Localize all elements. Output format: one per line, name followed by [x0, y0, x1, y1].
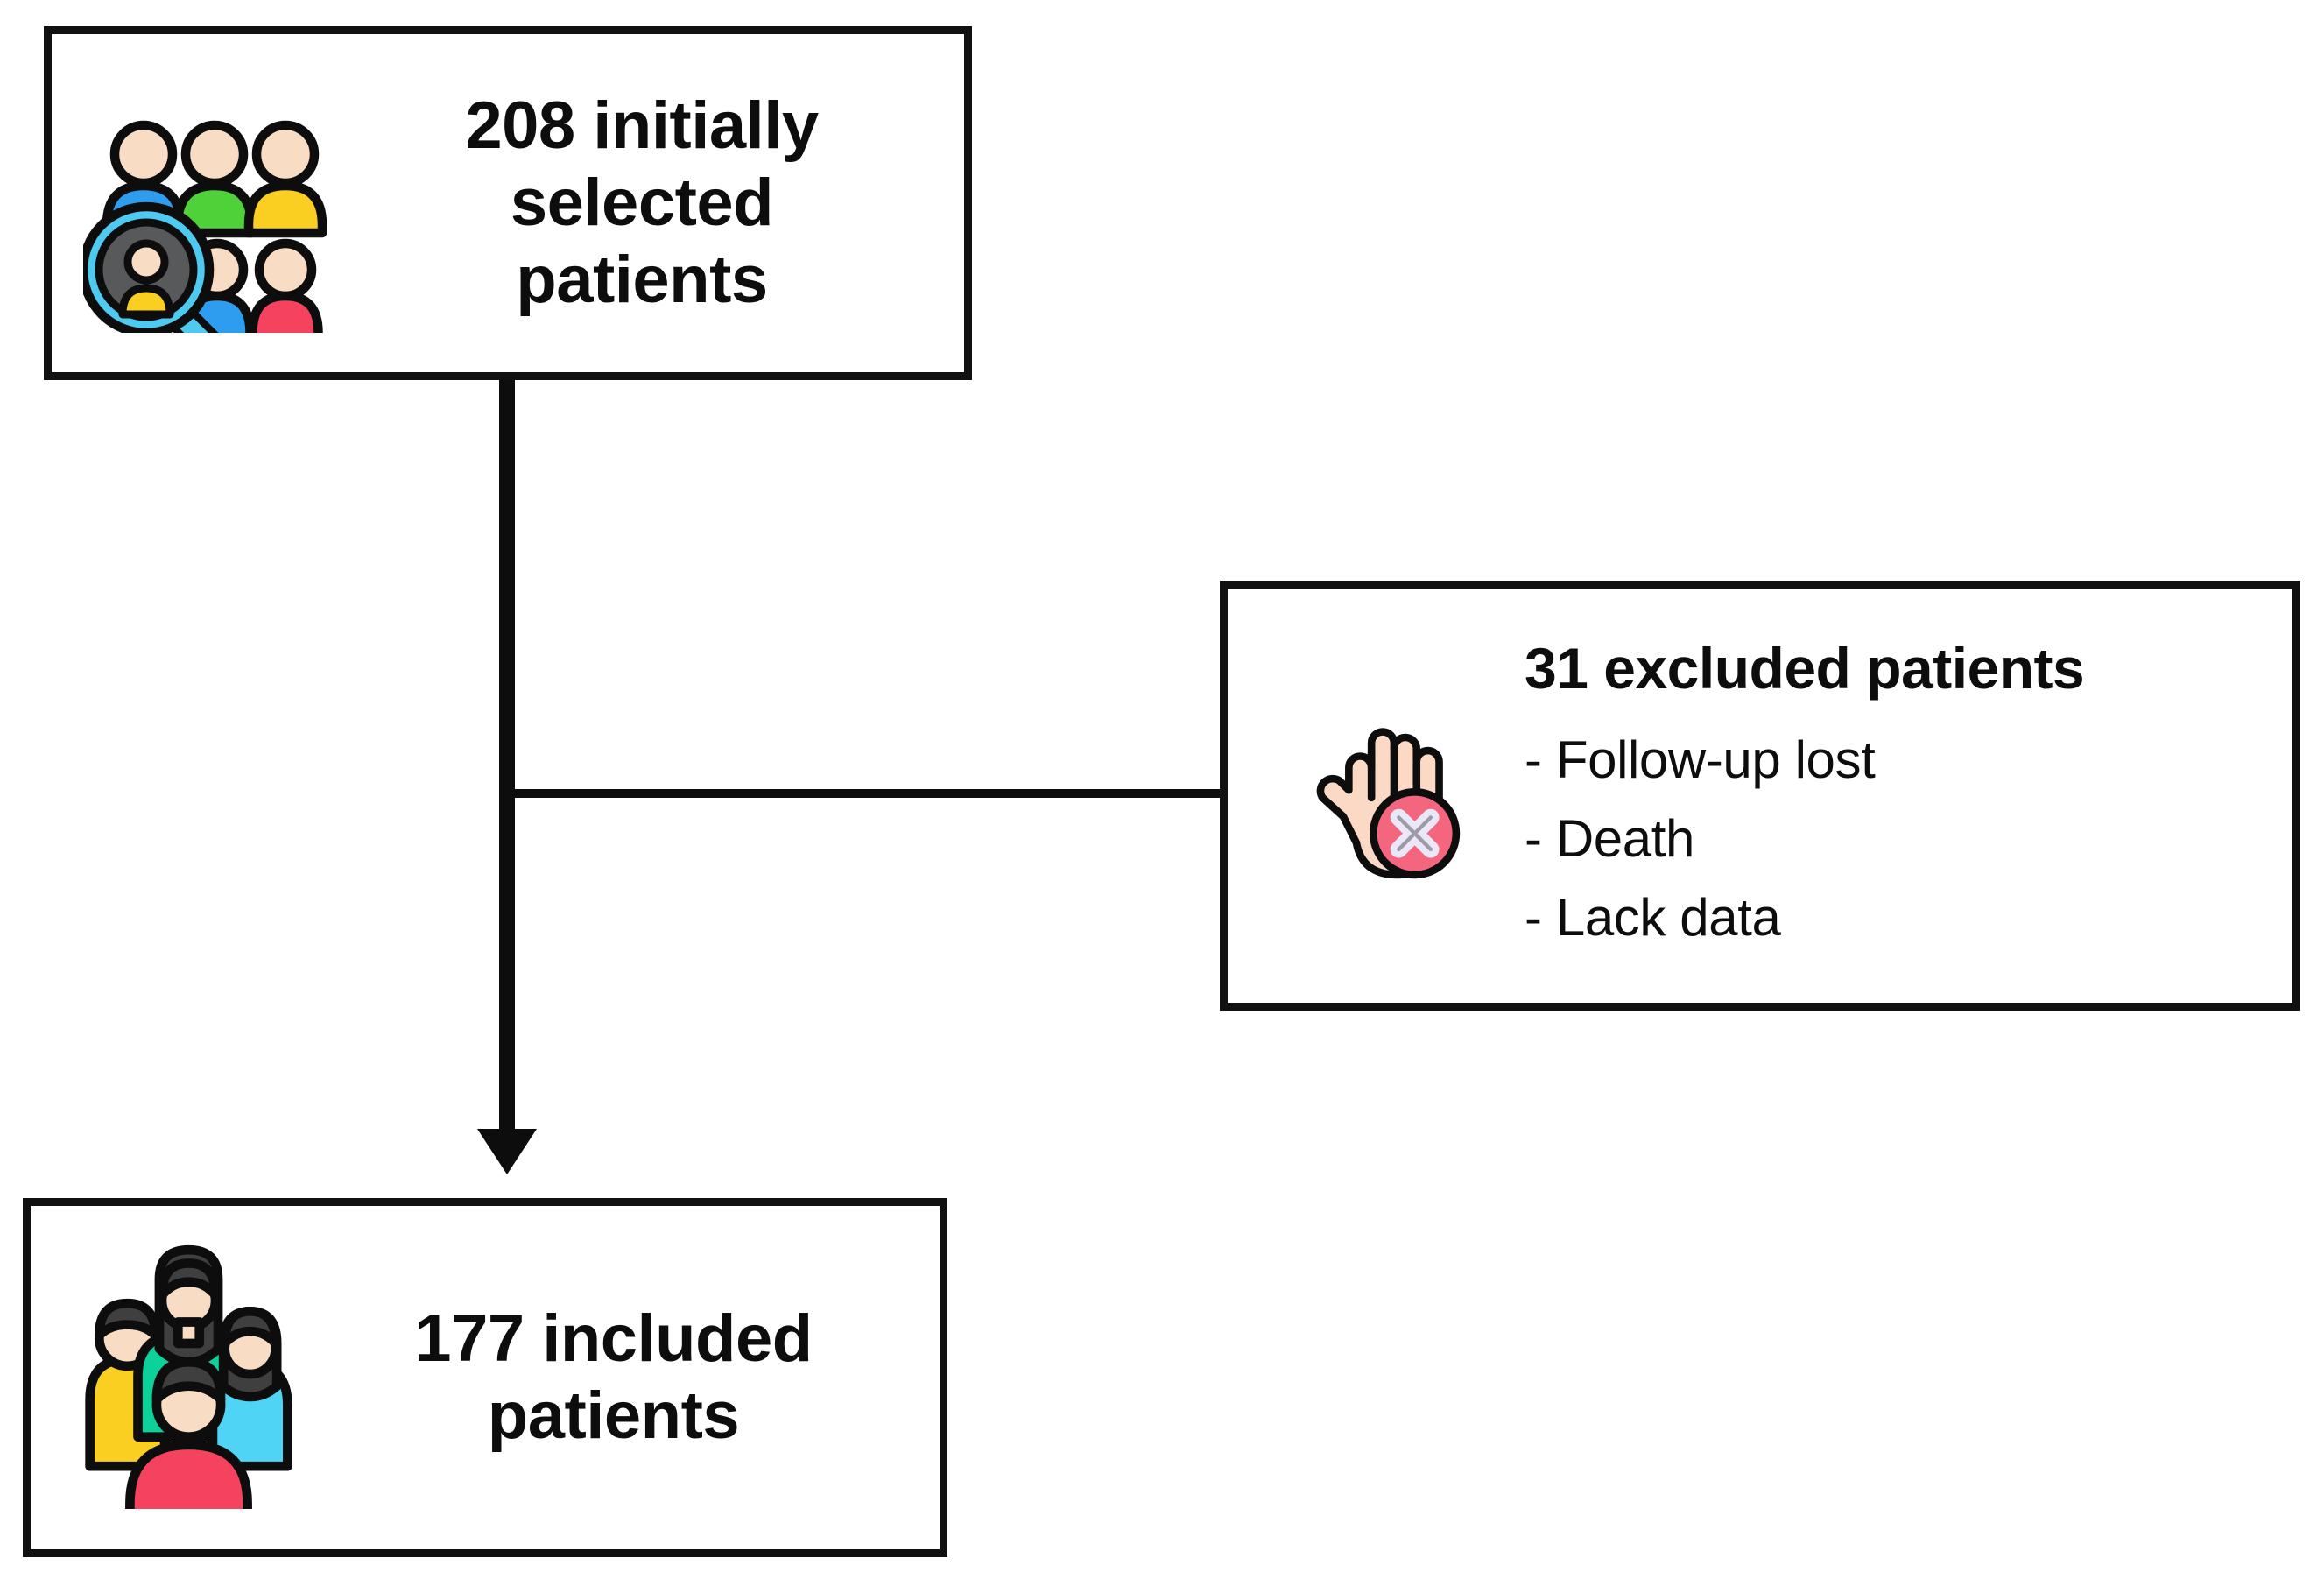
exclusion-reason-item: - Lack data	[1525, 887, 1781, 947]
arrow-selected-to-included	[477, 380, 537, 1174]
node-title-excluded: 31 excluded patients	[1525, 635, 2085, 701]
exclusion-reason-item: - Death	[1525, 808, 1694, 868]
arrow-shaft	[499, 380, 515, 1135]
node-label-included: 177 included patients	[322, 1301, 940, 1455]
people-search-icon	[78, 70, 346, 367]
stop-hand-x-icon	[1294, 700, 1482, 892]
node-label-line: 177 included	[414, 1301, 813, 1376]
node-label-initially-selected: 208 initially selected patients	[346, 88, 964, 319]
node-label-line: patients	[487, 1378, 740, 1453]
node-included: 177 included patients	[23, 1198, 947, 1557]
node-label-line: 208 initially	[465, 88, 819, 163]
node-excluded: 31 excluded patients - Follow-up lost - …	[1220, 581, 2300, 1011]
node-label-line: selected	[510, 165, 774, 240]
node-initially-selected: 208 initially selected patients	[44, 26, 972, 380]
people-group-icon	[55, 1242, 322, 1533]
node-content-excluded: 31 excluded patients - Follow-up lost - …	[1482, 635, 2292, 957]
node-label-line: patients	[516, 243, 768, 318]
exclusion-reason-item: - Follow-up lost	[1525, 730, 1876, 789]
arrow-head-icon	[477, 1129, 537, 1174]
branch-line-to-excluded	[506, 789, 1222, 798]
